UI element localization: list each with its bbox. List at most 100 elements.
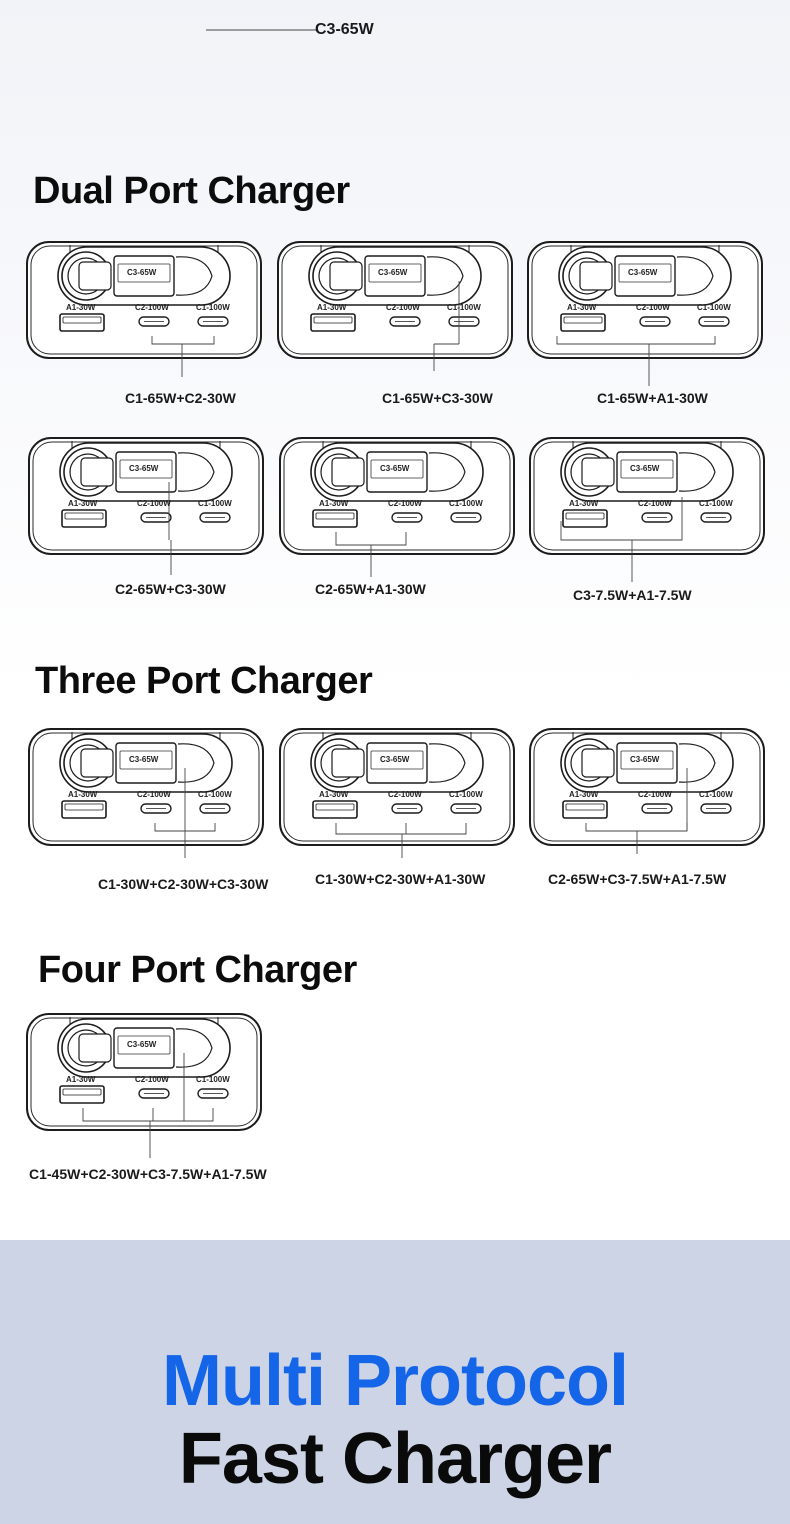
cable-strand (175, 256, 213, 296)
charger-inner-edge (32, 732, 260, 842)
port-label-c2: C2-100W (388, 499, 422, 508)
usb-a-tongue (64, 803, 104, 811)
port-label-c3_cable: C3-65W (129, 464, 159, 473)
port-label-c3_cable: C3-65W (630, 464, 660, 473)
footer-banner: Multi Protocol Fast Charger (0, 1240, 790, 1524)
cradle-tabs (71, 441, 221, 449)
port-label-c1: C1-100W (196, 1075, 230, 1084)
usb-a-port-icon (59, 313, 105, 332)
port-label-c2: C2-100W (135, 303, 169, 312)
combo-connector-line (560, 497, 683, 541)
combo-caption: C1-65W+C3-30W (382, 390, 493, 406)
usb-a-port-icon (61, 800, 107, 819)
cradle-tabs (71, 732, 221, 740)
combo-caption: C2-65W+C3-7.5W+A1-7.5W (548, 871, 727, 887)
cable-connector-tag (370, 750, 424, 770)
cradle-tabs (572, 732, 722, 740)
usb-a-tongue (315, 512, 355, 520)
port-label-c2: C2-100W (137, 499, 171, 508)
usb-a-tongue (313, 316, 353, 324)
combo-caption: C3-65W (315, 21, 374, 38)
cable-strand (676, 256, 714, 296)
port-label-c1: C1-100W (449, 499, 483, 508)
port-label-c1: C1-100W (697, 303, 731, 312)
cable-plug-icon (78, 261, 112, 291)
port-label-c3_cable: C3-65W (129, 755, 159, 764)
charger-outline (206, 29, 316, 31)
usb-a-port-icon (562, 509, 608, 528)
cable-connector-tag (117, 1035, 171, 1055)
charger-outline (529, 728, 765, 854)
cable-plug-icon (78, 1033, 112, 1063)
cable-plug-icon (331, 457, 365, 487)
usb-a-port-icon (312, 800, 358, 819)
cradle-tabs (572, 441, 722, 449)
port-label-a1: A1-30W (567, 303, 597, 312)
cable-strand (428, 452, 466, 492)
port-label-c2: C2-100W (638, 790, 672, 799)
cradle-tabs (570, 245, 720, 253)
charger-outline (529, 437, 765, 582)
cable-strand (678, 743, 716, 783)
combo-caption: C1-30W+C2-30W+A1-30W (315, 871, 486, 887)
cable-connector-tag (618, 263, 672, 283)
charger-outline (28, 728, 264, 858)
charger-inner-edge (533, 441, 761, 551)
usb-a-tongue (62, 1088, 102, 1096)
charger-inner-edge (283, 441, 511, 551)
charger-inner-edge (30, 1017, 258, 1127)
port-label-a1: A1-30W (319, 499, 349, 508)
port-label-a1: A1-30W (66, 1075, 96, 1084)
port-label-c3_cable: C3-65W (380, 755, 410, 764)
charger-outline (527, 241, 763, 386)
port-label-c3_cable: C3-65W (628, 268, 658, 277)
usb-a-tongue (64, 512, 104, 520)
section-heading-four: Four Port Charger (38, 949, 357, 991)
usb-a-port-icon (61, 509, 107, 528)
cradle-tabs (69, 1017, 219, 1025)
port-label-c2: C2-100W (137, 790, 171, 799)
footer-title-line1: Multi Protocol (162, 1341, 629, 1421)
usb-a-tongue (62, 316, 102, 324)
usb-a-port-icon (59, 1085, 105, 1104)
cable-plug-icon (80, 748, 114, 778)
cable-plug-icon (581, 457, 615, 487)
port-label-c3_cable: C3-65W (127, 1040, 157, 1049)
combo-caption: C2-65W+A1-30W (315, 581, 426, 597)
charger-inner-edge (281, 245, 509, 355)
port-label-a1: A1-30W (66, 303, 96, 312)
usb-a-port-icon (562, 800, 608, 819)
cable-plug-icon (80, 457, 114, 487)
charger-inner-edge (531, 245, 759, 355)
combo-connector-line (335, 823, 467, 835)
cable-connector-tag (119, 750, 173, 770)
footer-title-line2: Fast Charger (178, 1419, 612, 1499)
cable-connector-tag (370, 459, 424, 479)
combo-caption: C2-65W+C3-30W (115, 581, 226, 597)
cable-strand (177, 452, 215, 492)
cable-strand (175, 1028, 213, 1068)
combo-connector-line (556, 336, 716, 345)
usb-a-tongue (315, 803, 355, 811)
cradle-tabs (69, 245, 219, 253)
port-label-a1: A1-30W (68, 790, 98, 799)
cable-plug-icon (331, 748, 365, 778)
combo-connector-line (151, 336, 215, 345)
usb-a-port-icon (560, 313, 606, 332)
cable-strand (678, 452, 716, 492)
usb-a-tongue (563, 316, 603, 324)
combo-caption: C1-65W+C2-30W (125, 390, 236, 406)
port-label-a1: A1-30W (569, 790, 599, 799)
cradle-tabs (322, 732, 472, 740)
cable-strand (426, 256, 464, 296)
port-label-c1: C1-100W (447, 303, 481, 312)
cable-strand (428, 743, 466, 783)
charger-inner-edge (30, 245, 258, 355)
usb-a-tongue (565, 803, 605, 811)
usb-a-tongue (565, 512, 605, 520)
